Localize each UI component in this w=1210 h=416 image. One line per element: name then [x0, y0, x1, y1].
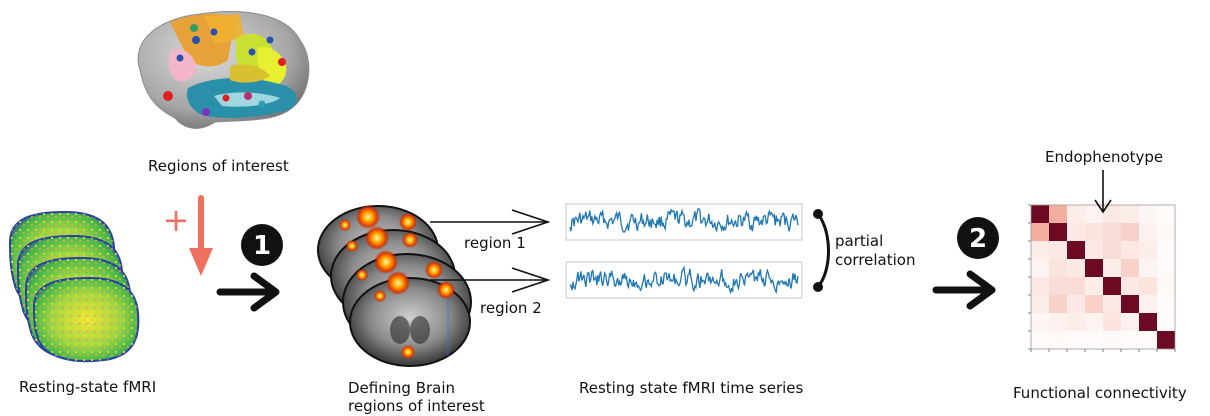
matrix-cell: [1103, 331, 1121, 349]
matrix-cell: [1121, 205, 1139, 223]
matrix-cell: [1085, 331, 1103, 349]
matrix-cell: [1031, 331, 1049, 349]
matrix-cell: [1031, 259, 1049, 277]
matrix-cell-diagonal: [1139, 313, 1157, 331]
defining-brain-label-line-2: regions of interest: [348, 397, 485, 415]
matrix-cell: [1049, 259, 1067, 277]
matrix-cell: [1085, 313, 1103, 331]
matrix-cell: [1139, 277, 1157, 295]
matrix-cell: [1157, 241, 1175, 259]
matrix-cell: [1157, 277, 1175, 295]
plus-sign: +: [163, 201, 190, 239]
region-1-arrow: [430, 209, 551, 235]
matrix-cell: [1031, 313, 1049, 331]
matrix-cell: [1067, 259, 1085, 277]
region-2-label: region 2: [480, 299, 542, 317]
matrix-cell: [1031, 223, 1049, 241]
step-1-number: 1: [253, 231, 271, 261]
matrix-cell: [1121, 277, 1139, 295]
matrix-cell: [1067, 205, 1085, 223]
defining-brain-label-line-1: Defining Brain: [348, 379, 456, 397]
matrix-cell: [1049, 313, 1067, 331]
regions-of-interest-label: Regions of interest: [148, 157, 289, 175]
step-2-badge: 2: [957, 217, 999, 259]
matrix-cell: [1049, 205, 1067, 223]
matrix-cell: [1067, 295, 1085, 313]
step-2-arrow: [932, 270, 996, 310]
matrix-cell: [1103, 205, 1121, 223]
time-series-line-1: [569, 207, 799, 233]
matrix-cell: [1085, 295, 1103, 313]
step-1-arrow: [216, 272, 280, 312]
matrix-cell: [1157, 223, 1175, 241]
matrix-cell: [1157, 259, 1175, 277]
matrix-cell: [1103, 241, 1121, 259]
matrix-cell: [1049, 277, 1067, 295]
matrix-cell: [1157, 205, 1175, 223]
matrix-cell: [1121, 259, 1139, 277]
partial-label: partial: [835, 232, 884, 250]
red-down-arrow: [189, 195, 213, 276]
matrix-cell: [1067, 313, 1085, 331]
functional-connectivity-matrix: [1028, 204, 1176, 352]
matrix-cell: [1103, 259, 1121, 277]
matrix-cell: [1139, 295, 1157, 313]
endophenotype-arrow: [1094, 170, 1112, 214]
region-1-label: region 1: [464, 234, 526, 252]
matrix-cell-diagonal: [1121, 295, 1139, 313]
endophenotype-label: Endophenotype: [1045, 148, 1164, 166]
step-1-badge: 1: [241, 224, 283, 266]
matrix-cell-diagonal: [1085, 259, 1103, 277]
matrix-cell: [1049, 241, 1067, 259]
region-2-arrow: [430, 267, 551, 293]
matrix-cell: [1103, 295, 1121, 313]
matrix-cell: [1067, 277, 1085, 295]
matrix-cell: [1103, 223, 1121, 241]
fmri-slice-stack: [8, 210, 140, 363]
brain-regions-illustration: [137, 11, 310, 129]
fmri-slice: [32, 276, 140, 363]
matrix-cell: [1121, 331, 1139, 349]
matrix-cell: [1121, 223, 1139, 241]
matrix-cell: [1067, 223, 1085, 241]
matrix-cell: [1121, 313, 1139, 331]
matrix-cell: [1157, 313, 1175, 331]
matrix-cell: [1085, 205, 1103, 223]
matrix-cell: [1139, 223, 1157, 241]
partial-correlation-bracket: [813, 209, 830, 292]
matrix-cell: [1139, 259, 1157, 277]
matrix-cell: [1085, 241, 1103, 259]
matrix-cell: [1085, 277, 1103, 295]
time-series-line-2: [569, 265, 799, 295]
roi-brain-slices: [317, 205, 472, 367]
matrix-cell-diagonal: [1031, 205, 1049, 223]
matrix-cell: [1103, 313, 1121, 331]
matrix-cell: [1031, 295, 1049, 313]
time-series-plot-region-1: [565, 203, 803, 241]
matrix-cell: [1085, 223, 1103, 241]
matrix-cell: [1139, 241, 1157, 259]
matrix-cell: [1049, 331, 1067, 349]
matrix-cell-diagonal: [1157, 331, 1175, 349]
matrix-cell-diagonal: [1049, 223, 1067, 241]
matrix-cell: [1139, 331, 1157, 349]
matrix-cell: [1049, 295, 1067, 313]
correlation-label: correlation: [835, 251, 916, 269]
matrix-cell: [1031, 277, 1049, 295]
time-series-plot-region-2: [565, 261, 803, 299]
matrix-cell: [1139, 205, 1157, 223]
time-series-label: Resting state fMRI time series: [579, 379, 804, 397]
functional-connectivity-label: Functional connectivity: [1013, 384, 1187, 402]
step-2-number: 2: [969, 224, 987, 254]
matrix-cell: [1031, 241, 1049, 259]
matrix-cell: [1157, 295, 1175, 313]
matrix-cell-diagonal: [1103, 277, 1121, 295]
matrix-cell: [1067, 331, 1085, 349]
resting-state-fmri-label: Resting-state fMRI: [19, 378, 157, 396]
matrix-cell: [1121, 241, 1139, 259]
matrix-cell-diagonal: [1067, 241, 1085, 259]
